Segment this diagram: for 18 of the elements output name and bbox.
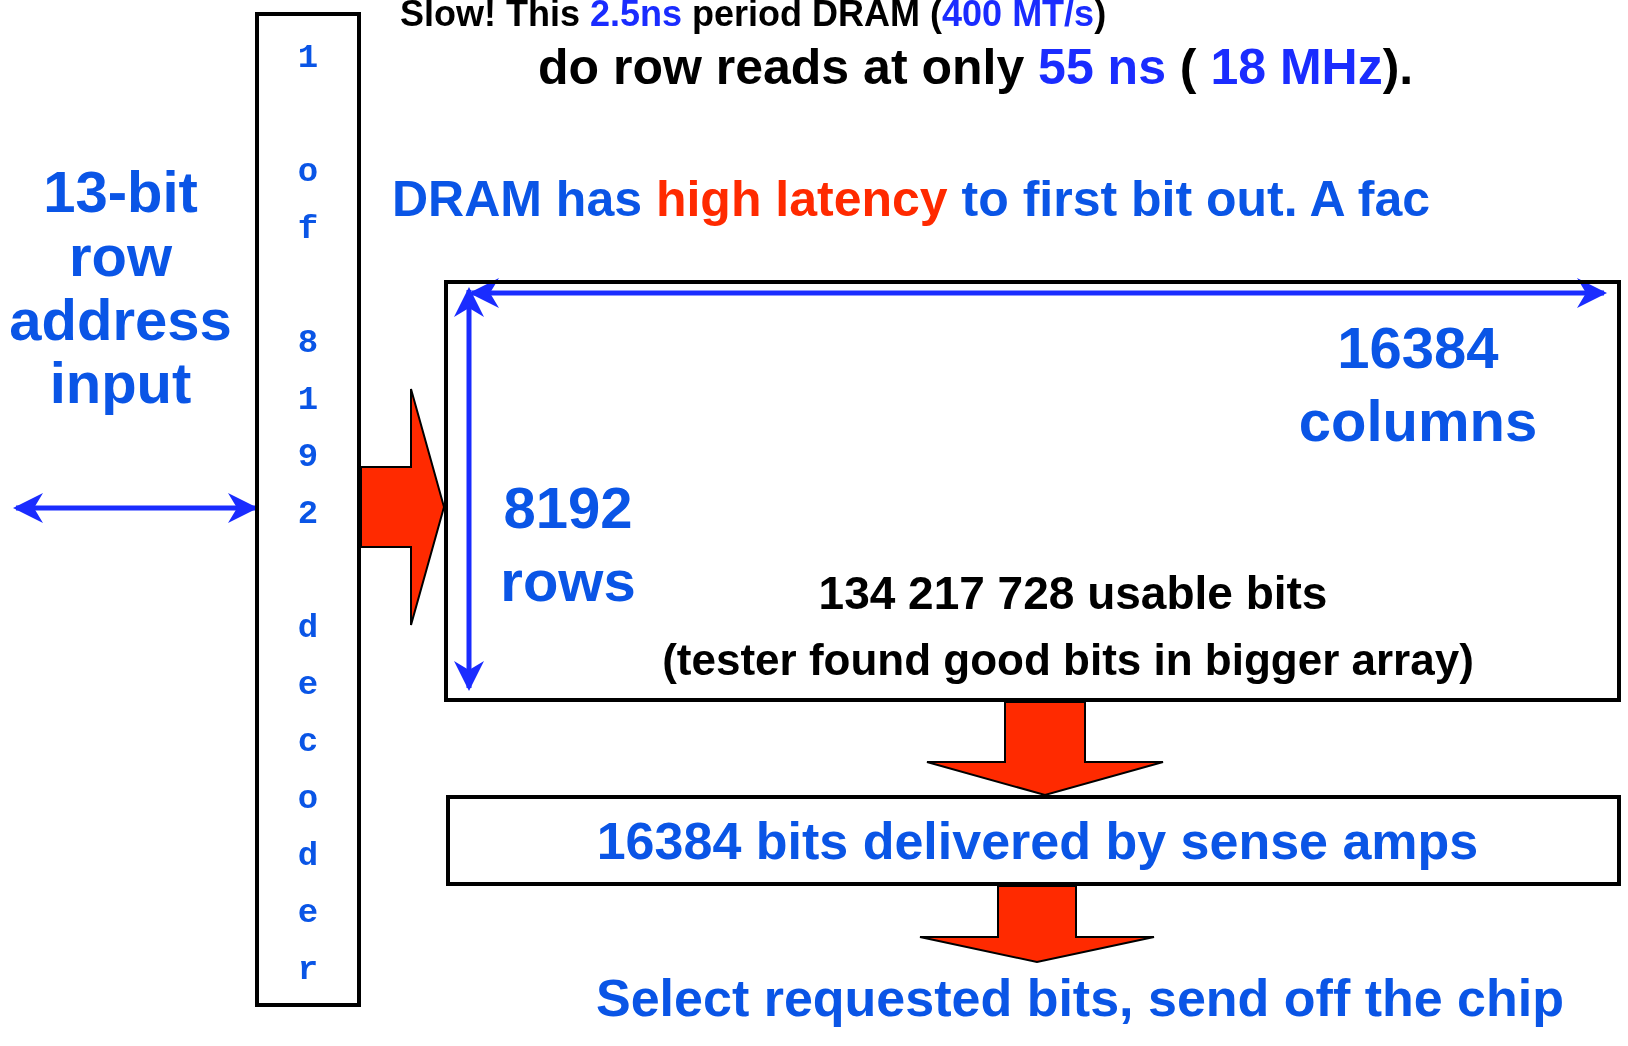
column-count-label: 16384 columns (1297, 314, 1539, 455)
select-bits-text: Select requested bits, send off the chip (595, 970, 1565, 1028)
row-count-label: 8192 rows (499, 474, 637, 615)
memory-array-box (444, 280, 1621, 702)
sense-amps-label: 16384 bits delivered by sense amps (595, 813, 1480, 871)
double-arrow (13, 493, 258, 523)
tester-note: (tester found good bits in bigger array) (661, 636, 1475, 685)
sense-amp-box (446, 795, 1621, 886)
decoder-label: 1 of 8192 decoder (296, 38, 320, 991)
heading-line: Slow! This 2.5ns period DRAM (400 MT/s) (400, 0, 1107, 34)
decoder-box (255, 12, 361, 1007)
usable-bits-text: 134 217 728 usable bits (817, 568, 1329, 619)
row-address-label: 13-bit row address input (8, 160, 233, 416)
latency-statement: DRAM has high latency to first bit out. A fac (392, 172, 1431, 227)
block-arrow (919, 885, 1155, 964)
block-arrow (360, 388, 446, 626)
heading-line: do row reads at only 55 ns ( 18 MHz). (538, 40, 1414, 95)
block-arrow (926, 701, 1164, 797)
